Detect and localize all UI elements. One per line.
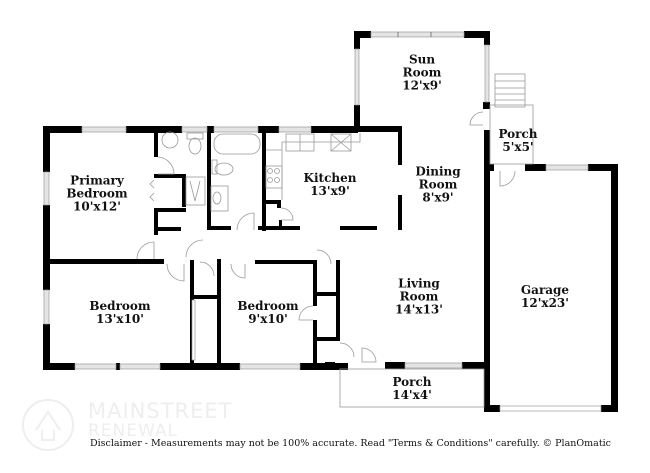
door-swing xyxy=(298,305,314,321)
room-dimensions: 8'x9' xyxy=(422,190,454,205)
room-dimensions: 10'x12' xyxy=(73,199,121,214)
door-swing xyxy=(166,263,185,282)
mainstreet-logo-icon xyxy=(22,399,74,451)
sink-icon xyxy=(210,185,229,212)
door-swing xyxy=(280,207,294,221)
room-dimensions: 14'x13' xyxy=(395,302,443,317)
room-name: Room xyxy=(418,177,458,192)
room-name: Room xyxy=(399,289,439,304)
room-label-sun-room: Sun Room 12'x9' xyxy=(402,52,442,93)
door-swing xyxy=(469,111,484,126)
room-dimensions: 13'x9' xyxy=(310,184,350,198)
room-label-porch-small: Porch 5'x5' xyxy=(498,128,537,154)
stove-icon xyxy=(265,165,283,189)
steps-icon xyxy=(494,73,526,108)
door-swing xyxy=(157,156,175,175)
watermark-subtitle: RENEWAL xyxy=(88,421,178,441)
room-dimensions: 5'x5' xyxy=(502,140,534,154)
room-name: Porch xyxy=(392,375,432,389)
room-dimensions: 12'x23' xyxy=(521,296,569,310)
room-name: Primary xyxy=(70,173,124,188)
door-swing xyxy=(339,342,355,358)
door-swing xyxy=(199,261,215,277)
porch-small-outline xyxy=(489,104,534,165)
room-name: Kitchen xyxy=(303,171,357,185)
porch-front-outline xyxy=(339,368,485,408)
fridge-icon xyxy=(330,133,352,152)
disclaimer: Disclaimer - Measurements may not be 100… xyxy=(90,438,611,449)
door-swing xyxy=(185,239,204,258)
room-label-primary-bedroom: Primary Bedroom 10'x12' xyxy=(66,173,128,214)
room-label-garage: Garage 12'x23' xyxy=(521,284,569,310)
door-swing xyxy=(136,241,155,260)
door-swing xyxy=(230,263,246,279)
room-name: Bedroom xyxy=(89,299,151,313)
room-dimensions: 12'x9' xyxy=(402,78,442,93)
room-dimensions: 14'x4' xyxy=(392,388,432,402)
room-name: Garage xyxy=(520,283,570,297)
watermark: MAINSTREET RENEWAL xyxy=(88,399,233,442)
room-label-bedroom-2: Bedroom 9'x10' xyxy=(237,300,298,326)
room-label-dining-room: Dining Room 8'x9' xyxy=(415,164,461,205)
room-label-kitchen: Kitchen 13'x9' xyxy=(304,172,357,198)
room-name: Dining xyxy=(415,164,461,179)
garage-door-swing xyxy=(499,170,516,187)
watermark-title: MAINSTREET xyxy=(88,399,233,423)
door-swing xyxy=(316,249,332,265)
room-name: Sun xyxy=(408,52,436,67)
front-door xyxy=(361,347,377,363)
walls xyxy=(43,31,618,412)
room-dimensions: 9'x10' xyxy=(248,312,288,326)
room-label-living-room: Living Room 14'x13' xyxy=(395,276,443,317)
room-label-bedroom-1: Bedroom 13'x10' xyxy=(89,300,150,326)
windows xyxy=(43,31,602,412)
room-dimensions: 13'x10' xyxy=(96,312,144,326)
bathtub-icon xyxy=(213,133,261,155)
room-name: Room xyxy=(402,65,442,80)
room-label-porch-front: Porch 14'x4' xyxy=(392,376,432,402)
shower-icon xyxy=(185,176,206,206)
closet-door xyxy=(149,179,155,202)
sink-icon xyxy=(161,131,179,149)
fixtures xyxy=(136,73,534,408)
room-name: Bedroom xyxy=(237,299,299,313)
toilet-icon xyxy=(214,162,234,176)
room-name: Porch xyxy=(498,127,538,141)
toilet-icon xyxy=(188,137,202,155)
door-swing xyxy=(236,212,255,231)
room-name: Living xyxy=(398,276,440,291)
room-name: Bedroom xyxy=(66,186,128,201)
